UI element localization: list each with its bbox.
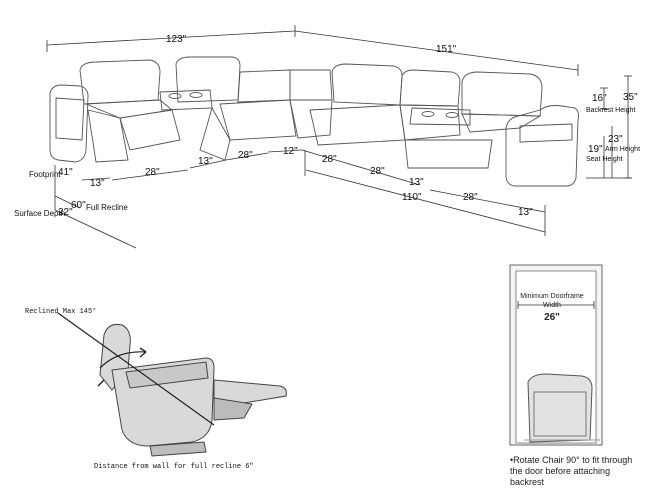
seat-height-label: Seat Height [586, 156, 623, 163]
right-seat1-value: 28" [322, 154, 337, 165]
recline-pointer-line [57, 312, 215, 426]
surface-depth-label: Surface Depth [14, 209, 66, 218]
right-recliners-shape [309, 63, 493, 169]
total-height-value: 35" [623, 92, 638, 103]
recliner-footrest-shape [213, 379, 287, 405]
left-arm-value: 13" [90, 178, 105, 189]
overall-width-left: 123" [166, 34, 187, 45]
right-console-shape [409, 107, 471, 126]
right-seat2-value: 28" [370, 166, 385, 177]
right-dimension-lines [301, 149, 546, 236]
overall-dimension-lines [46, 25, 579, 76]
arm-height-value: 23" [608, 134, 623, 145]
middle-seat-value: 28" [238, 150, 253, 161]
left-console-value: 13" [198, 156, 213, 167]
seat-height-value: 19" [588, 144, 603, 155]
footprint-value: 41" [58, 167, 73, 178]
right-end-recliner-shape [461, 71, 580, 187]
rotate-chair-note: •Rotate Chair 90° to fit through the doo… [510, 455, 633, 487]
reclined-max-label: Reclined Max 145° [25, 308, 97, 316]
height-dimension-lines [586, 75, 632, 179]
recliner-arm-shape [125, 361, 209, 389]
right-seat3-value: 28" [463, 192, 478, 203]
overall-width-right: 151" [436, 44, 457, 55]
backrest-height-label: Backrest Height [586, 107, 636, 114]
corner-wedge-shape [289, 69, 333, 139]
corner-value: 12" [283, 146, 298, 157]
rotated-chair-shape [527, 373, 593, 443]
recliner-mechanism-shape [213, 397, 253, 421]
right-arm-value: 13" [518, 207, 533, 218]
backrest-height-value: 16" [592, 93, 607, 104]
recliner-base-shape [149, 441, 207, 457]
wall-distance-label: Distance from wall for full recline 6" [94, 463, 254, 471]
right-overall-value: 110" [402, 192, 422, 203]
left-dimension-lines [54, 149, 303, 249]
recline-angle-arrow [99, 351, 147, 369]
left-seat-value: 28" [145, 167, 160, 178]
full-recline-value: 60" [71, 200, 86, 211]
full-recline-label: Full Recline [86, 203, 128, 212]
footprint-label: Footprint [29, 170, 61, 179]
right-console-value: 13" [409, 177, 424, 188]
doorframe-width-value: 26" [544, 312, 560, 323]
arm-height-label: Arm Height [605, 146, 641, 153]
surface-depth-value: 22" [58, 207, 73, 218]
doorframe-title: Minimum Doorframe Width [520, 293, 584, 309]
